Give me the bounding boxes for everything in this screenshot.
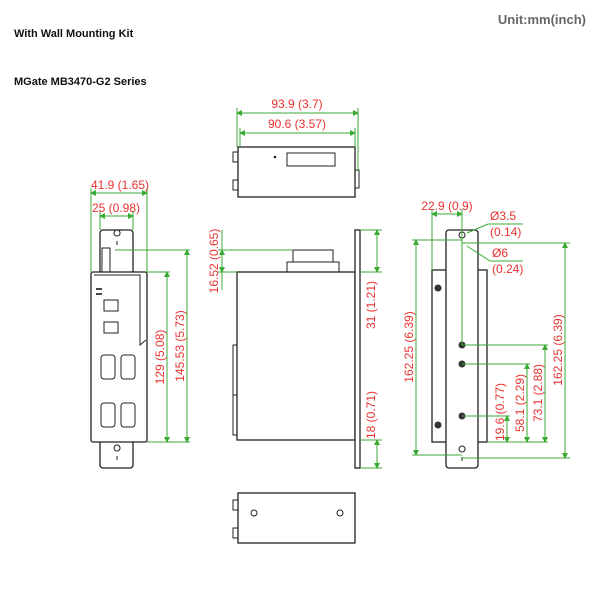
drawing-title: With Wall Mounting Kit (14, 28, 134, 40)
rear-view: 22.9 (0.9) Ø3.5 (0.14) Ø6 (0.24) 162.25 … (402, 199, 570, 469)
dim-rear-h3: 73.1 (2.88) (531, 364, 545, 422)
ethernet-port (103, 321, 119, 334)
dim-rear-h1: 19.6 (0.77) (493, 383, 507, 441)
dim-rear-height-right: 162.25 (6.39) (551, 314, 565, 385)
bottom-view (232, 492, 356, 544)
dim-front-inner: 25 (0.98) (92, 201, 140, 215)
series-title: MGate MB3470-G2 Series (14, 76, 147, 88)
dim-top-outer: 93.9 (3.7) (271, 97, 322, 111)
dim-hole-large: Ø6 (492, 246, 508, 260)
front-view: 41.9 (1.65) 25 (0.98) 129 (5.08) 145.53 … (90, 178, 190, 469)
serial-port (100, 402, 116, 428)
dim-rear-offset: 22.9 (0.9) (421, 199, 472, 213)
dim-front-total: 145.53 (5.73) (173, 310, 187, 381)
serial-port (120, 402, 136, 428)
dim-hole-small: Ø3.5 (490, 209, 516, 223)
terminal-block (292, 249, 334, 263)
dim-hole-large-in: (0.24) (492, 262, 523, 276)
ethernet-port (103, 299, 119, 312)
dim-rear-h2: 58.1 (2.29) (513, 374, 527, 432)
dim-side-top: 31 (1.21) (364, 281, 378, 329)
unit-label: Unit:mm(inch) (497, 12, 586, 27)
top-view: 93.9 (3.7) 90.6 (3.57) (232, 97, 360, 198)
dim-hole-small-in: (0.14) (490, 225, 521, 239)
serial-port (100, 354, 116, 380)
dim-side-bottom: 18 (0.71) (364, 391, 378, 439)
serial-port (120, 354, 136, 380)
side-view: 16.52 (0.65) 31 (1.21) 18 (0.71) (207, 229, 382, 469)
dim-front-outer: 41.9 (1.65) (91, 178, 149, 192)
terminal-block (286, 152, 336, 167)
dim-top-inner: 90.6 (3.57) (268, 117, 326, 131)
dim-side-connector: 16.52 (0.65) (207, 229, 221, 294)
dim-rear-height-left: 162.25 (6.39) (402, 311, 416, 382)
dim-front-body: 129 (5.08) (153, 330, 167, 385)
